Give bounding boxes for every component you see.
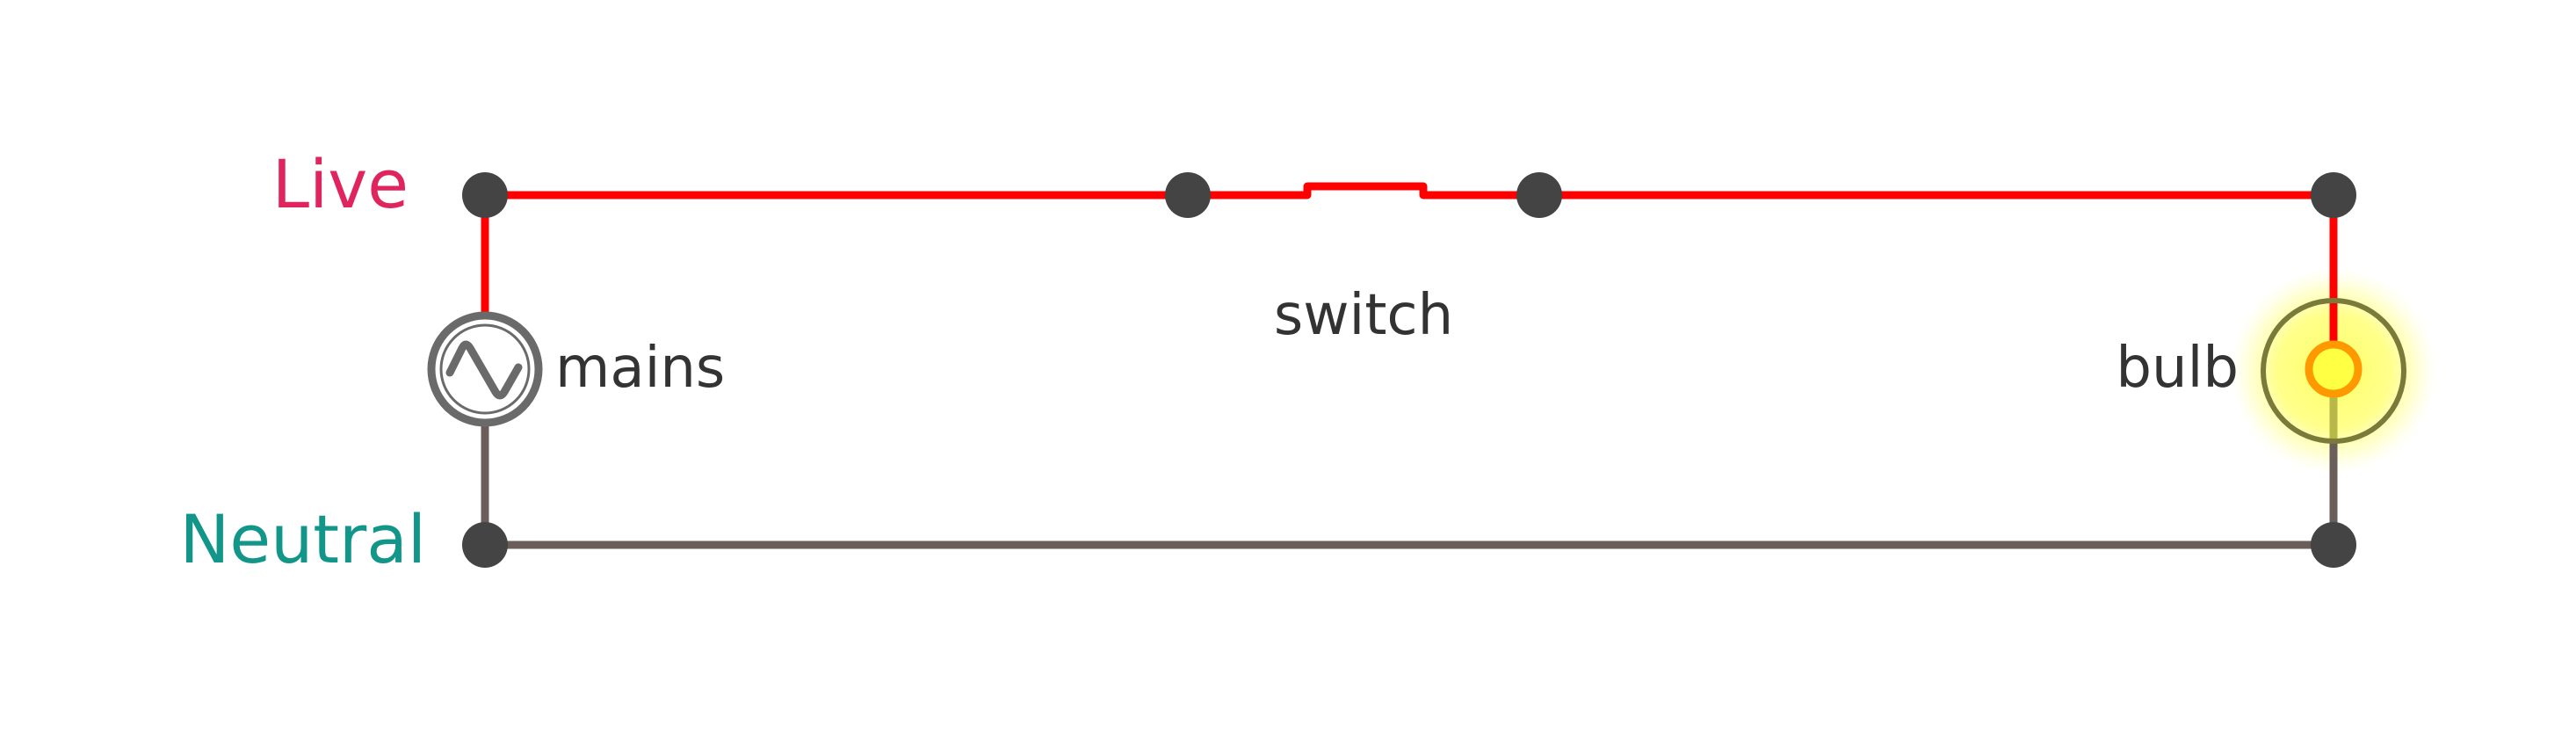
node-switch-left bbox=[1165, 172, 1211, 218]
node-live-right bbox=[2311, 172, 2356, 218]
node-switch-right bbox=[1516, 172, 1562, 218]
live-label: Live bbox=[272, 145, 409, 223]
mains-label: mains bbox=[555, 336, 725, 401]
switch-blade bbox=[1188, 182, 1539, 200]
node-neutral-right bbox=[2311, 522, 2356, 568]
bulb-label: bulb bbox=[2116, 336, 2239, 401]
switch-label: switch bbox=[1274, 283, 1453, 348]
neutral-label: Neutral bbox=[179, 500, 426, 578]
node-live-left bbox=[462, 172, 508, 218]
mains-source-icon bbox=[427, 311, 543, 427]
node-neutral-left bbox=[462, 522, 508, 568]
bulb-icon bbox=[2261, 298, 2406, 444]
